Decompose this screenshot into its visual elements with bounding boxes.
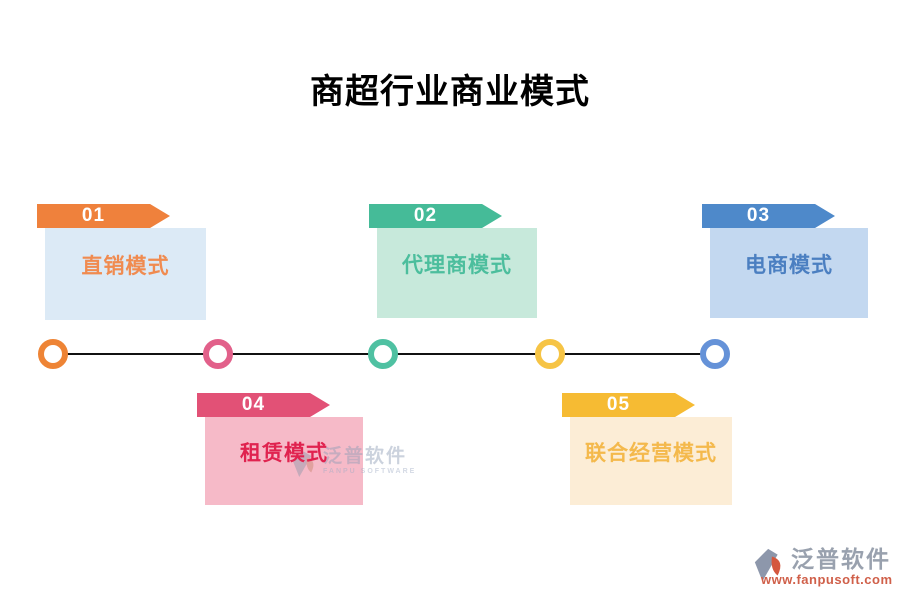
timeline-dot-05	[535, 339, 565, 369]
model-card-leasing: 04 租赁模式	[197, 393, 363, 505]
step-number: 01	[81, 205, 106, 226]
card-body: 电商模式	[710, 228, 868, 318]
card-label: 租赁模式	[240, 442, 328, 465]
watermark-footer: 泛普软件 www.fanpusoft.com	[752, 547, 893, 587]
model-card-ecommerce: 03 电商模式	[702, 204, 868, 318]
card-label: 代理商模式	[402, 254, 512, 277]
card-body: 联合经营模式	[570, 417, 732, 505]
step-number: 02	[413, 205, 438, 226]
model-card-agent: 02 代理商模式	[369, 204, 537, 318]
card-label: 直销模式	[81, 255, 170, 278]
step-banner-05: 05	[562, 393, 695, 417]
model-card-direct-sales: 01 直销模式	[37, 204, 206, 320]
model-card-joint-operation: 05 联合经营模式	[562, 393, 732, 505]
step-banner-04: 04	[197, 393, 330, 417]
page-title: 商超行业商业模式	[310, 73, 590, 111]
fanpu-logo-icon	[754, 548, 781, 582]
card-body: 租赁模式	[205, 417, 363, 505]
step-number: 05	[606, 394, 631, 415]
card-label: 电商模式	[745, 254, 833, 277]
watermark-brand: 泛普软件	[791, 546, 891, 572]
step-banner-01: 01	[37, 204, 170, 228]
card-body: 直销模式	[45, 228, 206, 320]
timeline-dot-01	[38, 339, 68, 369]
timeline-dot-04	[203, 339, 233, 369]
timeline-dot-03	[700, 339, 730, 369]
step-banner-02: 02	[369, 204, 502, 228]
step-number: 03	[746, 205, 771, 226]
step-number: 04	[241, 394, 266, 415]
card-label: 联合经营模式	[585, 442, 717, 465]
card-body: 代理商模式	[377, 228, 537, 318]
step-banner-03: 03	[702, 204, 835, 228]
watermark-url: www.fanpusoft.com	[761, 572, 893, 587]
timeline-dot-02	[368, 339, 398, 369]
